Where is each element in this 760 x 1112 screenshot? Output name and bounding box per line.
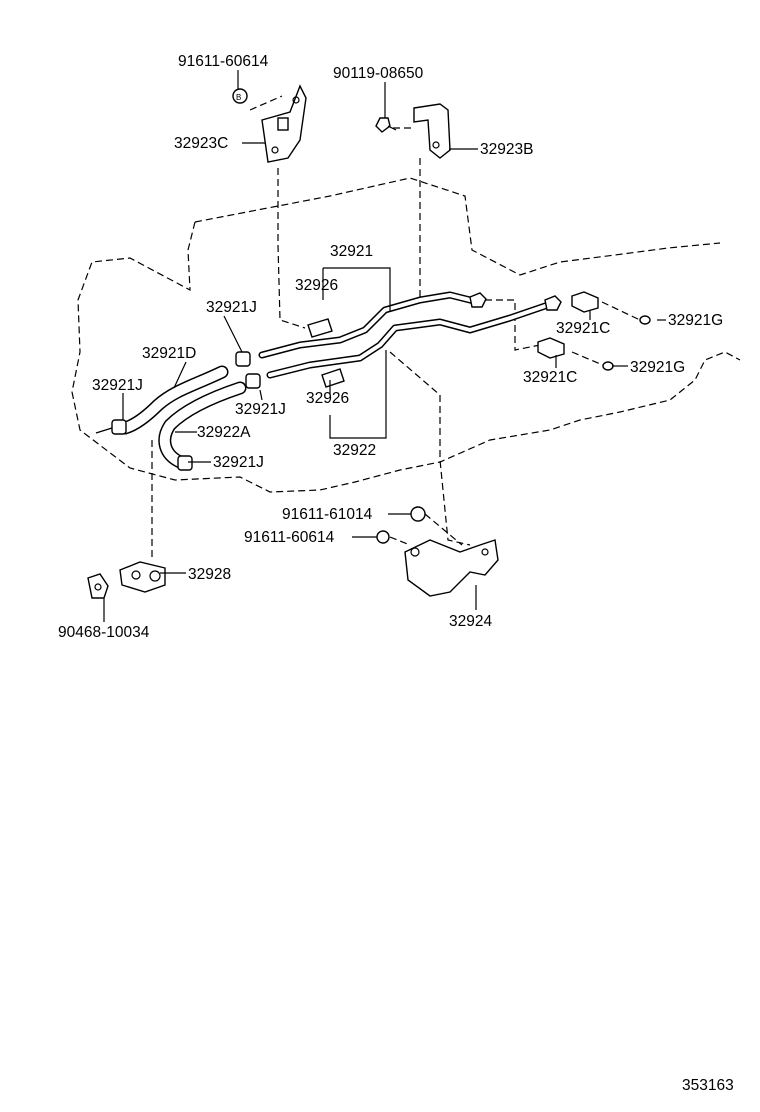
label-tube-upper: 32921 [330, 243, 373, 260]
gasket-upper [639, 315, 651, 325]
nut-91611-60614-lower [376, 530, 390, 544]
label-clamp-upper: 32921J [206, 299, 257, 316]
label-sleeve-upper: 32926 [295, 277, 338, 294]
svg-text:B: B [236, 93, 241, 102]
sleeve-upper [307, 318, 333, 338]
label-union-lower: 32921C [523, 369, 577, 386]
label-nut-top: 91611-60614 [178, 53, 269, 70]
label-gasket-lower: 32921G [630, 359, 685, 376]
bracket-32924 [404, 539, 499, 597]
label-tube-lower: 32922 [333, 442, 376, 459]
bracket-32923c [261, 84, 307, 163]
nut-91611-61014 [410, 506, 426, 522]
grommet-90468-10034 [87, 573, 109, 599]
oil-cooler-tube-lower [266, 295, 562, 379]
diagram-id: 353163 [682, 1077, 734, 1094]
clamp-left [95, 419, 127, 435]
label-gasket-upper: 32921G [668, 312, 723, 329]
bracket-32923b [413, 103, 451, 159]
clamp-bottom [177, 455, 193, 471]
hose-32922a [158, 381, 247, 469]
transmission-outline [71, 177, 741, 493]
label-bracket-c: 32923C [174, 135, 228, 152]
label-sleeve-lower: 32926 [306, 390, 349, 407]
clamp-upper [235, 351, 251, 367]
bolt-90119-08650 [375, 117, 397, 133]
label-grommet: 90468-10034 [58, 624, 150, 641]
label-clamp-left: 32921J [92, 377, 143, 394]
label-hose-a: 32922A [197, 424, 251, 441]
union-upper [571, 291, 599, 313]
label-bracket-b: 32923B [480, 141, 533, 158]
label-nut-lower-a: 91611-61014 [282, 506, 373, 523]
clamp-32928 [119, 561, 166, 593]
label-hose-d: 32921D [142, 345, 196, 362]
part-labels: 91611-60614 90119-08650 32923C 32923B 32… [58, 53, 723, 641]
clamp-mid [245, 373, 261, 389]
gasket-lower [602, 361, 614, 371]
oil-cooler-tube-upper [258, 291, 487, 359]
label-clamp-mid: 32921J [235, 401, 286, 418]
leader-lines [151, 95, 641, 560]
hose-32921d [118, 365, 229, 435]
label-leaders [103, 70, 666, 622]
label-nut-lower-b: 91611-60614 [244, 529, 335, 546]
sleeve-lower [321, 368, 345, 388]
nut-91611-60614-top: B [232, 88, 248, 104]
label-clamp-bottom: 32921J [213, 454, 264, 471]
union-lower [537, 337, 565, 359]
label-union-upper: 32921C [556, 320, 610, 337]
label-bolt-top: 90119-08650 [333, 65, 424, 82]
label-bracket-lower: 32924 [449, 613, 492, 630]
label-clamp-part: 32928 [188, 566, 231, 583]
